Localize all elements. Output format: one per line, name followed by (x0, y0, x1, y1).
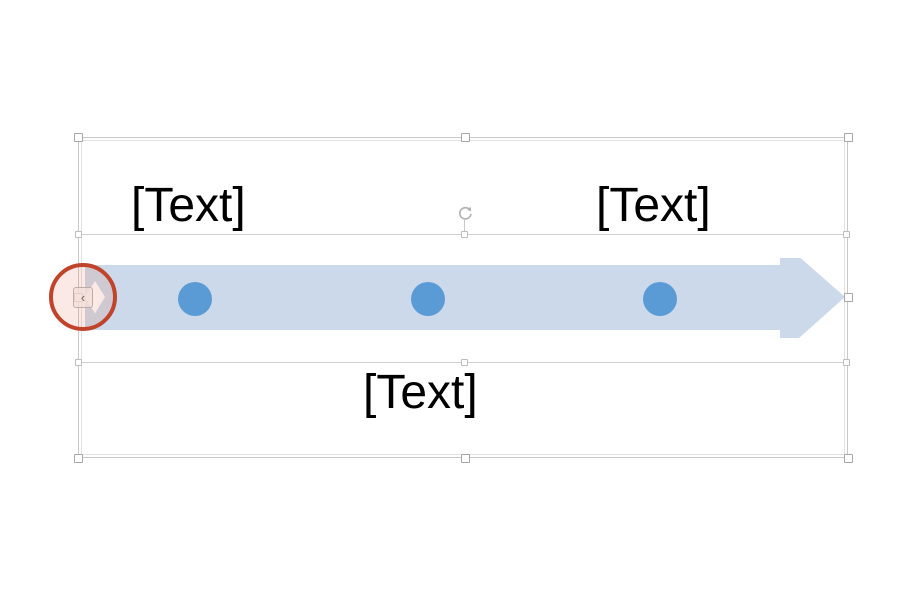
arrow-body-and-head (85, 258, 845, 338)
handle-top-center[interactable] (461, 133, 470, 142)
node-circle-1[interactable] (178, 282, 212, 316)
handle-bottom-left[interactable] (74, 454, 83, 463)
handle-row1-center[interactable] (461, 231, 468, 238)
handle-top-left[interactable] (74, 133, 83, 142)
highlight-circle-annotation (49, 263, 117, 331)
handle-middle-right[interactable] (844, 293, 853, 302)
text-placeholder-top-left[interactable]: [Text] (131, 179, 246, 232)
handle-bottom-center[interactable] (461, 454, 470, 463)
handle-bottom-right[interactable] (844, 454, 853, 463)
selection-frame[interactable] (78, 137, 848, 458)
rotate-icon[interactable] (456, 204, 474, 222)
handle-row2-center[interactable] (461, 359, 468, 366)
handle-row2-right[interactable] (843, 359, 850, 366)
handle-row1-left[interactable] (75, 231, 82, 238)
handle-top-right[interactable] (844, 133, 853, 142)
text-placeholder-bottom-center[interactable]: [Text] (363, 366, 478, 419)
selection-frame-inner-outline (81, 140, 845, 455)
text-placeholder-top-right[interactable]: [Text] (596, 179, 711, 232)
node-circle-3[interactable] (643, 282, 677, 316)
handle-row1-right[interactable] (843, 231, 850, 238)
node-circle-2[interactable] (411, 282, 445, 316)
handle-row2-left[interactable] (75, 359, 82, 366)
rotate-handle-stem (464, 220, 465, 232)
